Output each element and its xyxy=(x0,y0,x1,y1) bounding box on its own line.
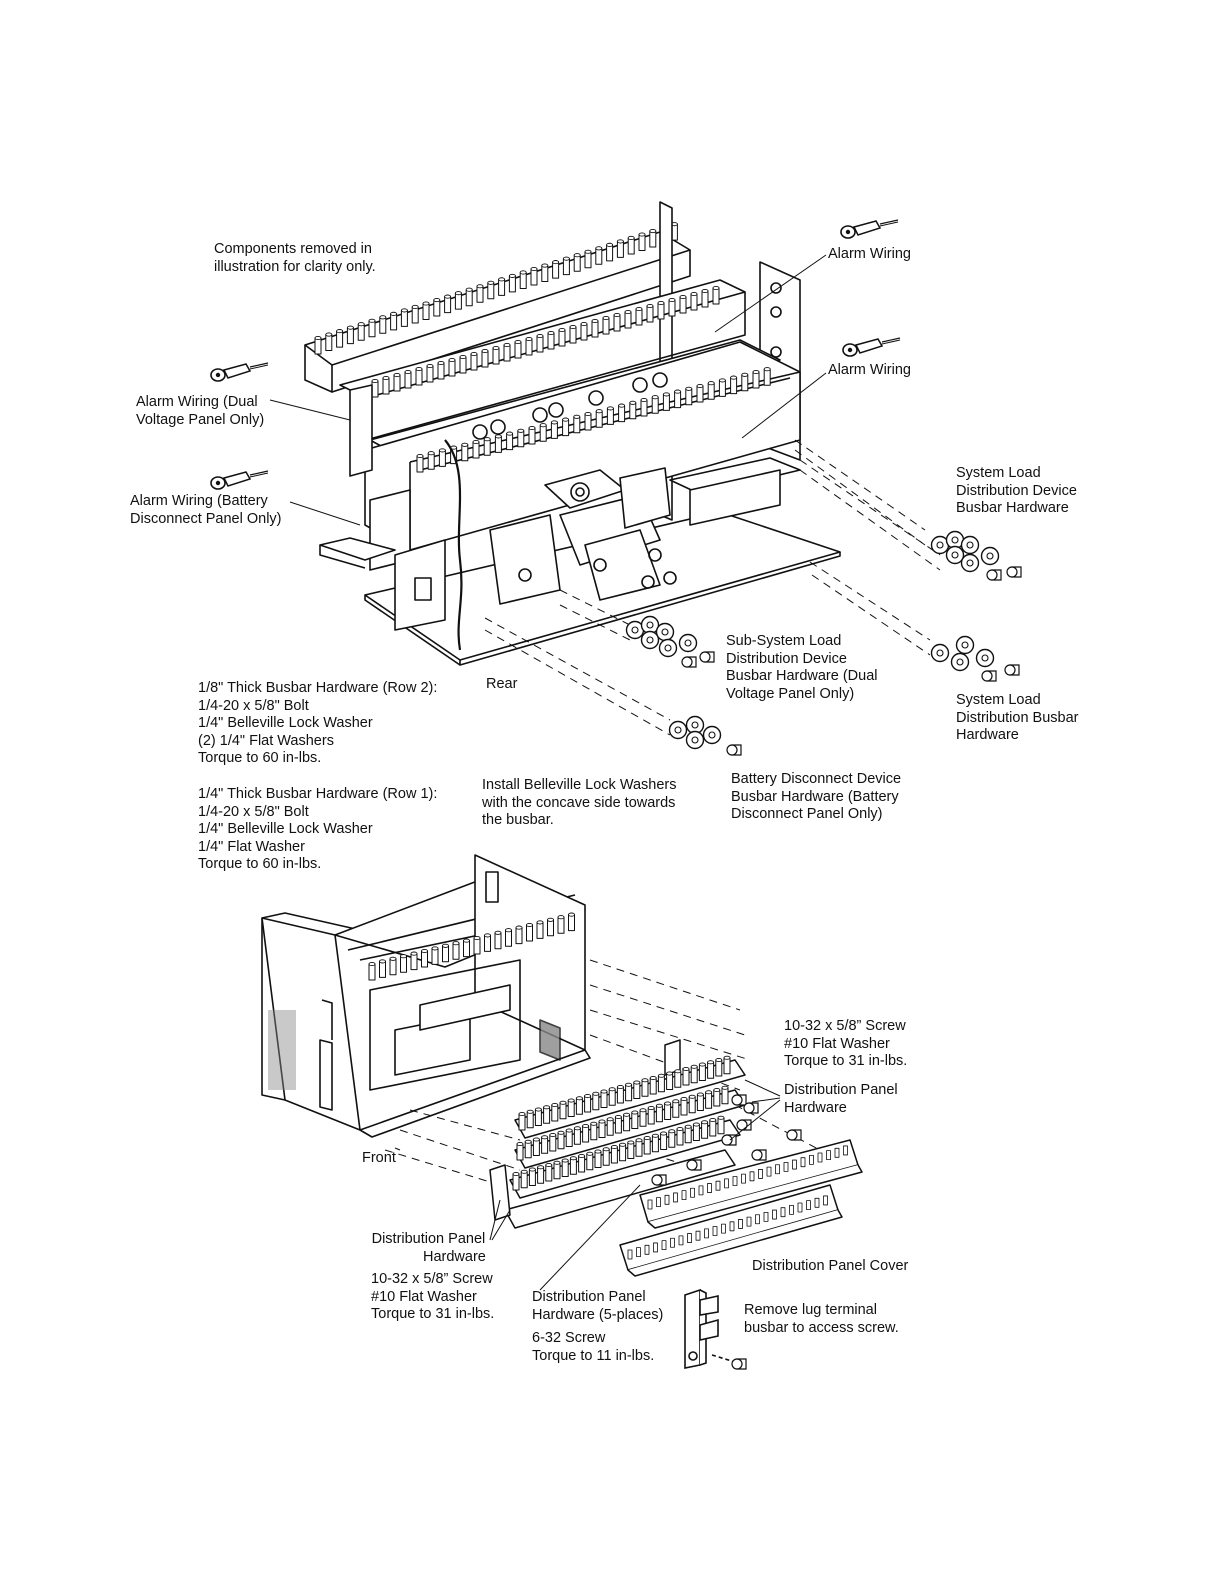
row1-hardware-label: 1/4" Thick Busbar Hardware (Row 1):1/4-2… xyxy=(198,786,437,874)
label-line: Busbar Hardware xyxy=(956,500,1069,517)
label-line: Alarm Wiring xyxy=(828,246,911,262)
label-line: 1/4" Flat Washer xyxy=(198,838,305,855)
label-line: 1/4" Belleville Lock Washer xyxy=(198,715,373,732)
alarm-lug-battery xyxy=(210,470,269,490)
label-line: Voltage Panel Only) xyxy=(136,411,265,428)
label-line: Distribution Panel Cover xyxy=(752,1258,909,1274)
alarm-wiring-top-label: Alarm Wiring xyxy=(828,246,911,264)
explosion-lines-top xyxy=(484,439,941,736)
label-line: busbar to access screw. xyxy=(744,1319,899,1336)
label-line: illustration for clarity only. xyxy=(214,258,376,275)
alarm-wiring-mid-label: Alarm Wiring xyxy=(828,362,911,380)
leader-lines-top xyxy=(269,254,827,526)
label-line: Torque to 11 in-lbs. xyxy=(532,1347,655,1364)
label-line: Torque to 60 in-lbs. xyxy=(198,856,322,873)
label-line: Busbar Hardware (Dual xyxy=(726,668,878,685)
distribution-panel xyxy=(489,1039,746,1229)
label-line: Install Belleville Lock Washers xyxy=(482,777,677,793)
label-line: Distribution Device xyxy=(956,482,1077,499)
label-line: Distribution Device xyxy=(726,650,847,667)
label-line: System Load xyxy=(956,692,1041,708)
label-line: 1/8" Thick Busbar Hardware (Row 2): xyxy=(198,680,438,696)
label-line: #10 Flat Washer xyxy=(371,1288,477,1305)
label-line: Hardware xyxy=(423,1248,486,1265)
label-line: Busbar Hardware (Battery xyxy=(731,788,899,805)
label-line: 6-32 Screw xyxy=(532,1330,606,1346)
bottom-assembly xyxy=(261,854,591,1138)
label-line: Disconnect Panel Only) xyxy=(731,806,883,823)
label-line: Remove lug terminal xyxy=(744,1302,877,1318)
dist-panel-cover-label: Distribution Panel Cover xyxy=(752,1258,908,1276)
label-line: Components removed in xyxy=(214,241,372,257)
label-line: Alarm Wiring (Battery xyxy=(130,493,268,509)
label-line: Alarm Wiring (Dual xyxy=(136,394,258,410)
label-line: Distribution Panel xyxy=(371,1231,486,1247)
label-line: Distribution Busbar xyxy=(956,709,1079,726)
top-assembly xyxy=(304,201,841,666)
label-line: Torque to 60 in-lbs. xyxy=(198,750,322,767)
washer-group-system-load-device xyxy=(930,530,1022,581)
label-line: Distribution Panel xyxy=(784,1082,898,1098)
label-line: Rear xyxy=(486,676,518,692)
label-line: Sub-System Load xyxy=(726,633,842,649)
label-line: #10 Flat Washer xyxy=(784,1035,890,1052)
label-line: Torque to 31 in-lbs. xyxy=(371,1306,495,1323)
label-line: Front xyxy=(362,1150,396,1166)
label-line: 10-32 x 5/8” Screw xyxy=(784,1018,906,1034)
label-line: 1/4-20 x 5/8" Bolt xyxy=(198,803,309,820)
label-line: Disconnect Panel Only) xyxy=(130,510,282,527)
label-line: 1/4-20 x 5/8" Bolt xyxy=(198,697,309,714)
label-line: 1/4" Thick Busbar Hardware (Row 1): xyxy=(198,786,438,802)
label-line: Hardware xyxy=(784,1099,847,1116)
label-line: Battery Disconnect Device xyxy=(731,771,902,787)
row2-hardware-label: 1/8" Thick Busbar Hardware (Row 2):1/4-2… xyxy=(198,680,437,768)
alarm-lug-mid xyxy=(842,337,901,357)
label-line: System Load xyxy=(956,465,1041,481)
washer-group-sub-system xyxy=(625,615,715,668)
label-line: Voltage Panel Only) xyxy=(726,685,855,702)
washer-group-battery-disconnect xyxy=(668,715,742,756)
label-line: the busbar. xyxy=(482,812,554,829)
label-line: Distribution Panel xyxy=(532,1289,646,1305)
distribution-panel-cover xyxy=(619,1139,863,1277)
leader-lines-bottom xyxy=(489,1079,781,1291)
lug-terminal-busbar xyxy=(684,1288,747,1370)
label-line: Torque to 31 in-lbs. xyxy=(784,1053,908,1070)
label-line: (2) 1/4" Flat Washers xyxy=(198,732,334,749)
alarm-lug-dual xyxy=(210,362,269,382)
front-leader xyxy=(394,1147,401,1151)
label-line: 10-32 x 5/8” Screw xyxy=(371,1271,493,1287)
label-line: Hardware (5-places) xyxy=(532,1306,664,1323)
label-line: 1/4" Belleville Lock Washer xyxy=(198,821,373,838)
alarm-lug-top xyxy=(840,219,899,239)
label-line: with the concave side towards xyxy=(482,794,676,811)
label-line: Hardware xyxy=(956,727,1019,744)
rear-label: Rear xyxy=(486,676,517,694)
label-line: Alarm Wiring xyxy=(828,362,911,378)
washer-group-system-load-busbar xyxy=(930,635,1020,682)
front-label: Front xyxy=(362,1150,396,1168)
